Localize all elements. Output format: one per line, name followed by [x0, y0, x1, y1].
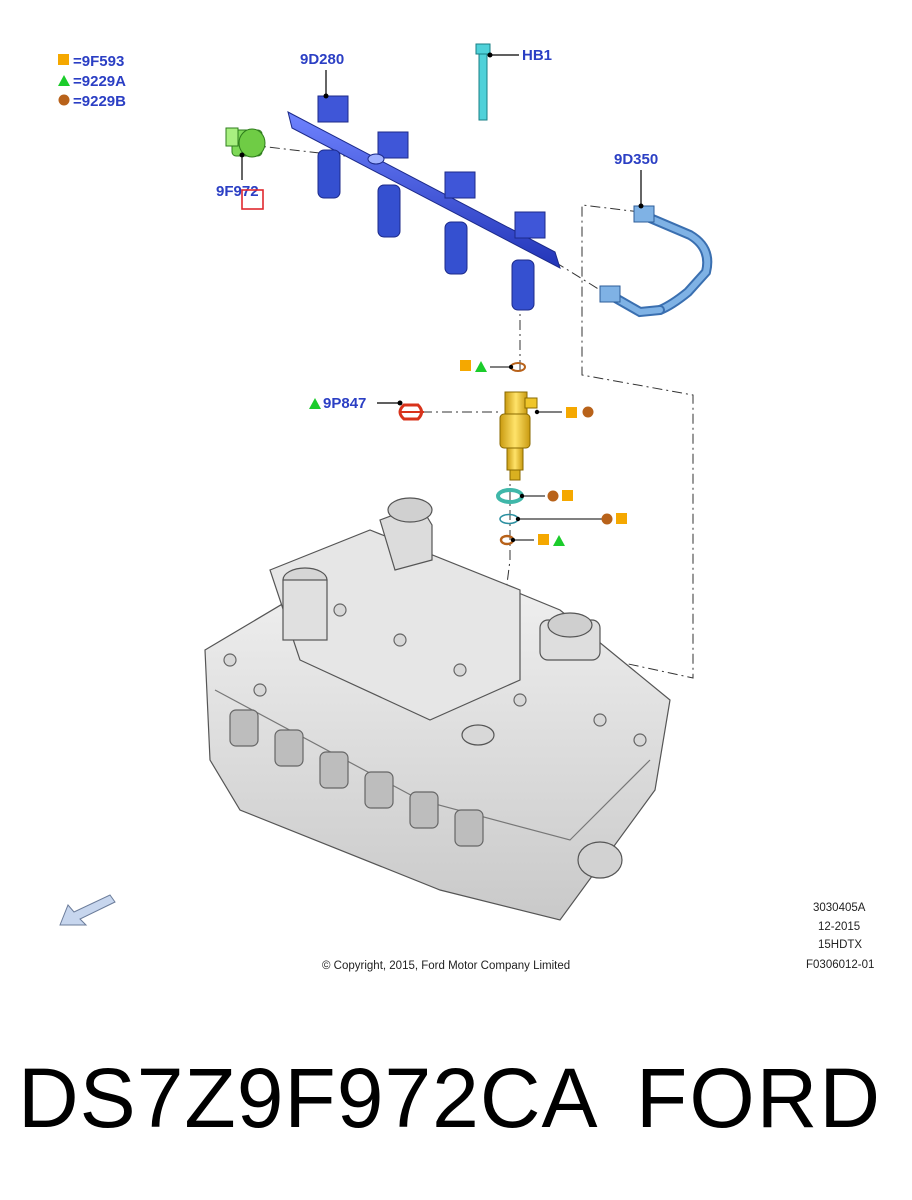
- leader-dot: [638, 203, 644, 209]
- label-hb1: HB1: [522, 47, 552, 64]
- fuel-line-part: [599, 205, 713, 318]
- leader-dot: [323, 93, 329, 99]
- part-number-title: DS7Z9F972CA: [18, 1051, 599, 1145]
- label-9f972: 9F972: [216, 183, 259, 200]
- cylinder-head-illustration: [204, 497, 671, 921]
- legend-square-icon: [58, 54, 69, 65]
- leader-dot: [239, 152, 245, 158]
- engine-code: 15HDTX: [818, 939, 862, 951]
- pressure-sensor-part: [225, 127, 266, 158]
- leader-dot: [487, 52, 493, 58]
- illustration-date: 12-2015: [818, 921, 860, 933]
- upper-o-ring: [460, 360, 526, 372]
- leader-dot: [397, 400, 403, 406]
- exploded-parts-diagram: =9F593 =9229A =9229B 9D280 HB1: [58, 43, 874, 972]
- view-direction-arrow-icon: [59, 894, 116, 926]
- lower-seals: [496, 488, 627, 546]
- brand-title: FORD: [636, 1051, 882, 1145]
- legend: =9F593 =9229A =9229B: [58, 53, 126, 110]
- fuel-injector-part: [499, 391, 594, 481]
- figure-id: F0306012-01: [806, 959, 874, 971]
- clip-part: [398, 403, 424, 421]
- label-9p847-triangle-icon: [309, 398, 321, 409]
- legend-triangle-icon: [58, 75, 70, 86]
- legend-circle-icon: [58, 94, 70, 106]
- illustration-id: 3030405A: [813, 902, 866, 914]
- copyright-notice: © Copyright, 2015, Ford Motor Company Li…: [322, 960, 570, 972]
- label-9d280: 9D280: [300, 51, 344, 68]
- fuel-rail-part: [287, 95, 561, 311]
- highlight-box: [241, 189, 264, 210]
- bolt-part: [475, 43, 491, 121]
- legend-text-9229b: =9229B: [73, 93, 126, 110]
- legend-text-9229a: =9229A: [73, 73, 126, 90]
- legend-text-9f593: =9F593: [73, 53, 124, 70]
- label-9d350: 9D350: [614, 151, 658, 168]
- label-9p847: 9P847: [323, 395, 366, 412]
